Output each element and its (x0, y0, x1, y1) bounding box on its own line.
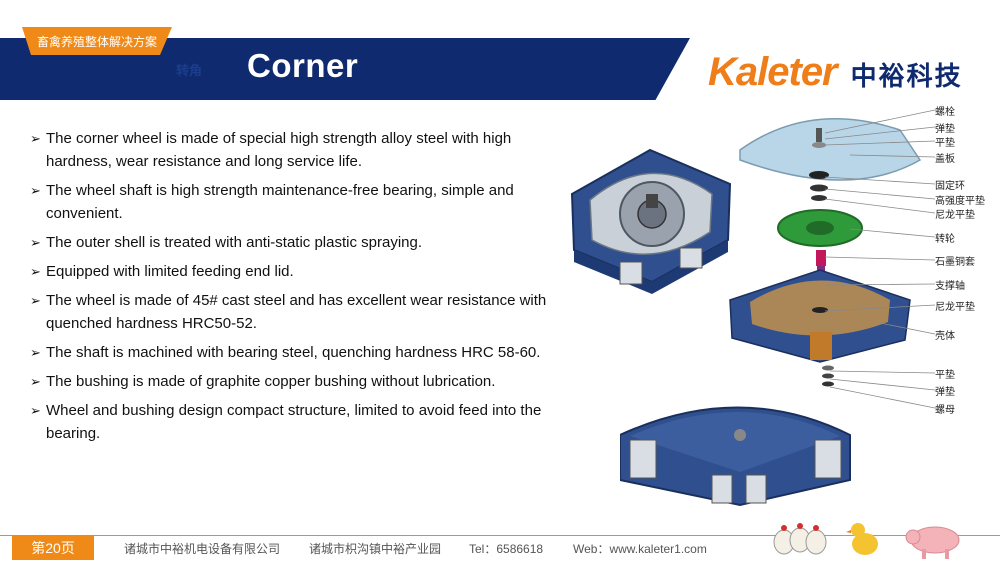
part-label: 高强度平垫 (935, 196, 985, 207)
bullet-text: The bushing is made of graphite copper b… (46, 373, 496, 390)
feature-list: ➢ The corner wheel is made of special hig… (30, 127, 570, 451)
list-item: ➢ Equipped with limited feeding end lid. (30, 260, 570, 283)
arrow-bullet-icon: ➢ (30, 183, 41, 198)
list-item: ➢ The wheel shaft is high strength mainte… (30, 179, 570, 225)
logo-english: Kaleter (708, 50, 838, 94)
leader-lines (824, 109, 936, 409)
website-text: Web：www.kaleter1.com (573, 542, 707, 556)
livestock-image (773, 523, 960, 559)
company-logo: Kaleter 中裕科技 (708, 50, 963, 95)
list-item: ➢ The corner wheel is made of special hig… (30, 127, 570, 173)
part-label: 尼龙平垫 (935, 210, 975, 221)
pig-icon (905, 526, 960, 559)
arrow-bullet-icon: ➢ (30, 374, 41, 389)
part-label: 弹垫 (935, 387, 955, 398)
part-label: 盖板 (935, 154, 955, 165)
solution-tag: 畜禽养殖整体解决方案 (22, 27, 172, 55)
arrow-bullet-icon: ➢ (30, 293, 41, 308)
list-item: ➢ Wheel and bushing design compact struct… (30, 399, 570, 445)
part-label: 壳体 (935, 331, 955, 342)
arrow-bullet-icon: ➢ (30, 345, 41, 360)
exploded-view-image (729, 118, 922, 387)
part-label: 螺栓 (935, 107, 955, 118)
part-label: 螺母 (935, 405, 955, 416)
list-item: ➢ The outer shell is treated with anti-st… (30, 231, 570, 254)
part-label: 转轮 (935, 234, 955, 245)
part-label: 弹垫 (935, 124, 955, 135)
footer-divider (0, 535, 1000, 536)
logo-chinese: 中裕科技 (850, 61, 963, 91)
bullet-text: The wheel is made of 45# cast steel and … (46, 292, 547, 332)
bullet-text: The corner wheel is made of special high… (46, 130, 512, 170)
bullet-text: The outer shell is treated with anti-sta… (46, 234, 423, 251)
chickens-icon (773, 523, 827, 555)
part-label: 支撑轴 (935, 281, 965, 292)
part-label: 平垫 (935, 138, 955, 149)
arrow-bullet-icon: ➢ (30, 264, 41, 279)
bullet-text: The wheel shaft is high strength mainten… (46, 182, 514, 222)
bullet-text: Equipped with limited feeding end lid. (46, 263, 294, 280)
banner-subtitle: 转角 (176, 63, 203, 78)
page-title: Corner (247, 47, 359, 84)
list-item: ➢ The shaft is machined with bearing stee… (30, 341, 570, 364)
page-number: 第20页 (12, 536, 94, 560)
part-label: 平垫 (935, 370, 955, 381)
part-label: 固定环 (935, 181, 965, 192)
company-address: 诸城市枳沟镇中裕产业园 (309, 542, 442, 556)
part-label: 石墨铜套 (935, 257, 975, 268)
bullet-text: The shaft is machined with bearing steel… (46, 344, 541, 361)
part-label: 尼龙平垫 (935, 302, 975, 313)
list-item: ➢ The wheel is made of 45# cast steel and… (30, 289, 570, 335)
corner-bottom-image (620, 406, 851, 507)
arrow-bullet-icon: ➢ (30, 235, 41, 250)
arrow-bullet-icon: ➢ (30, 131, 41, 146)
bullet-text: Wheel and bushing design compact structu… (46, 402, 542, 442)
arrow-bullet-icon: ➢ (30, 403, 41, 418)
corner-assembly-image (570, 148, 732, 294)
phone-number: Tel：6586618 (469, 542, 544, 556)
company-name: 诸城市中裕机电设备有限公司 (124, 542, 281, 556)
list-item: ➢ The bushing is made of graphite copper … (30, 370, 570, 393)
duckling-icon (846, 523, 878, 555)
